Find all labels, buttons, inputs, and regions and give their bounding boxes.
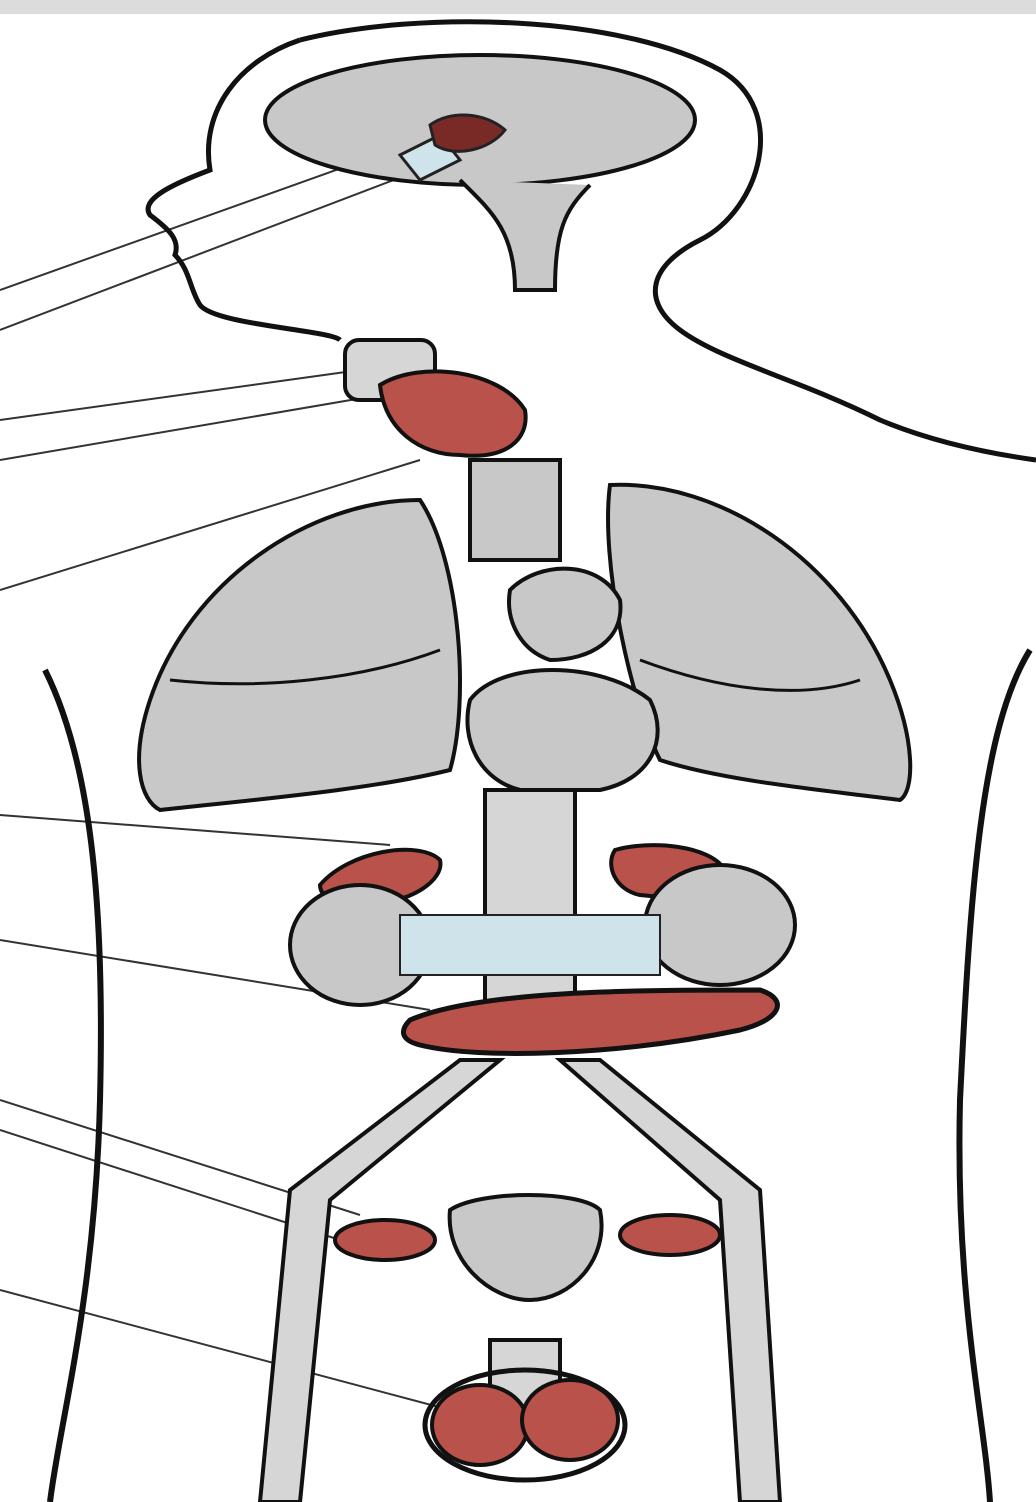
thyroid-gland [380, 371, 526, 455]
leader-line-4 [0, 395, 380, 460]
heart [467, 670, 657, 790]
pancreas [403, 990, 777, 1053]
left-kidney [645, 865, 795, 985]
right-ovary [335, 1220, 435, 1260]
left-ovary [620, 1215, 720, 1255]
brainstem [460, 180, 590, 290]
leader-line-2 [0, 170, 420, 330]
right-testis [432, 1385, 528, 1465]
uterus [450, 1195, 602, 1300]
right-lung [139, 500, 460, 810]
trachea [470, 460, 560, 560]
leader-line-6 [0, 815, 390, 845]
thymus [509, 569, 620, 660]
leader-line-3 [0, 370, 360, 420]
renal-vessels [400, 915, 660, 975]
